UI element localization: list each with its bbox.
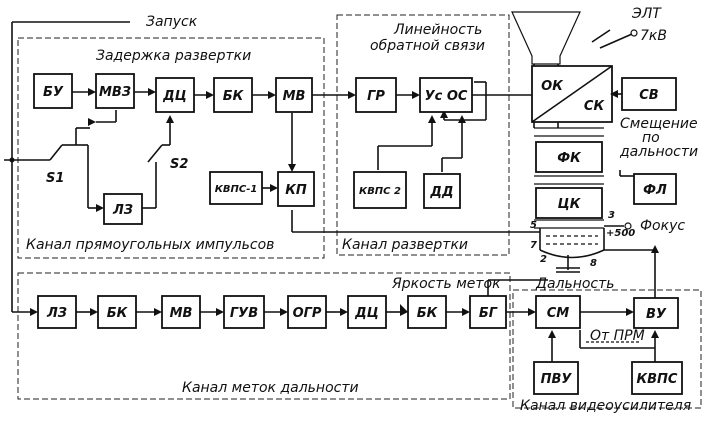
label-7kv: 7кВ	[640, 28, 667, 44]
label-brightness: Яркость меток	[391, 276, 501, 292]
block-us-os-label: Ус ОС	[425, 89, 468, 104]
label-from-receiver: От ПРМ	[590, 328, 645, 344]
group-sweep-delay	[17, 37, 325, 259]
block-fk	[535, 141, 603, 173]
group-video-amp	[512, 289, 702, 409]
label-offset-1: Смещение	[620, 116, 698, 132]
label-pin-3: 3	[608, 210, 615, 221]
block-dc-top-label: ДЦ	[162, 89, 187, 104]
block-vu-label: ВУ	[646, 307, 667, 322]
label-s1: S1	[46, 171, 64, 186]
block-gr-label: ГР	[367, 89, 385, 104]
label-offset-3: дальности	[619, 144, 698, 160]
block-kp	[277, 171, 315, 207]
group-sweep-channel	[336, 14, 510, 256]
block-mv-bottom	[161, 295, 201, 329]
block-dc-bottom	[347, 295, 387, 329]
block-pvu-label: ПВУ	[541, 372, 573, 387]
block-bk-bottom-2-label: БК	[417, 306, 439, 321]
label-range: Дальность	[535, 276, 615, 292]
block-sv	[621, 77, 677, 111]
label-pin-2: 2	[540, 254, 547, 265]
block-ck-label: ЦК	[558, 197, 582, 212]
label-zapusk: Запуск	[146, 14, 198, 30]
block-fl-label: ФЛ	[643, 183, 667, 198]
label-sweep-delay: Задержка развертки	[96, 48, 251, 64]
block-vu	[633, 297, 679, 329]
block-mv-top-label: МВ	[283, 89, 306, 104]
block-dc-top	[155, 77, 195, 113]
block-sm-label: СМ	[547, 306, 570, 321]
label-sweep-channel: Канал развертки	[342, 237, 468, 253]
block-mv-bottom-label: МВ	[170, 306, 193, 321]
block-kvps1	[209, 171, 263, 205]
label-s2: S2	[170, 157, 188, 172]
block-lz-top	[103, 193, 143, 225]
label-pin-7: 7	[530, 240, 537, 251]
label-linearity-2: обратной связи	[370, 38, 485, 54]
label-pin-5: 5	[530, 220, 537, 231]
block-ok-label: ОК	[541, 79, 564, 94]
block-gr	[355, 77, 397, 113]
block-dc-bottom-label: ДЦ	[354, 306, 379, 321]
label-linearity-1: Линейность	[393, 22, 482, 38]
block-kvps1-label: КВПС-1	[215, 184, 258, 195]
block-ogr	[287, 295, 327, 329]
label-pulse-channel: Канал прямоугольных импульсов	[26, 237, 274, 253]
block-ogr-label: ОГР	[293, 306, 322, 321]
label-range-marks-channel: Канал меток дальности	[182, 380, 359, 396]
block-lz-top-label: ЛЗ	[112, 203, 133, 218]
block-kvps2-label: КВПС 2	[359, 186, 401, 197]
block-fl	[633, 173, 677, 205]
block-kvps-bottom	[631, 361, 683, 395]
block-bu-label: БУ	[43, 85, 64, 100]
label-plus-500: +500	[606, 228, 635, 239]
block-kvps2	[353, 171, 407, 209]
block-sv-label: СВ	[639, 88, 659, 103]
block-ck	[535, 187, 603, 219]
block-dd	[423, 173, 461, 209]
block-bk-bottom-2	[407, 295, 447, 329]
block-sm	[535, 295, 581, 329]
block-mv-top	[275, 77, 313, 113]
block-fk-label: ФК	[557, 151, 582, 166]
block-bk-bottom-1	[97, 295, 137, 329]
block-sk-label: СК	[584, 99, 606, 114]
block-bu	[33, 73, 73, 109]
label-offset-2: по	[642, 130, 660, 146]
block-guv-label: ГУВ	[230, 306, 258, 321]
block-dd-label: ДД	[429, 185, 453, 200]
block-mvz	[95, 73, 135, 109]
label-pin-8: 8	[590, 258, 597, 269]
block-guv	[223, 295, 265, 329]
label-video-channel: Канал видеоусилителя	[520, 398, 691, 414]
block-bk-bottom-1-label: БК	[107, 306, 129, 321]
block-lz-bottom	[37, 295, 77, 329]
block-lz-bottom-label: ЛЗ	[46, 306, 67, 321]
block-pvu	[533, 361, 579, 395]
block-kvps-bottom-label: КВПС	[637, 372, 678, 387]
label-crt: ЭЛТ	[631, 6, 662, 22]
block-us-os	[419, 77, 473, 113]
block-bk-top-label: БК	[223, 89, 245, 104]
block-kp-label: КП	[285, 183, 307, 198]
group-range-marks	[17, 272, 511, 400]
block-bg	[469, 295, 507, 329]
block-bk-top	[213, 77, 253, 113]
block-mvz-label: МВЗ	[99, 85, 131, 100]
label-focus: Фокус	[640, 218, 685, 234]
block-bg-label: БГ	[479, 306, 498, 321]
